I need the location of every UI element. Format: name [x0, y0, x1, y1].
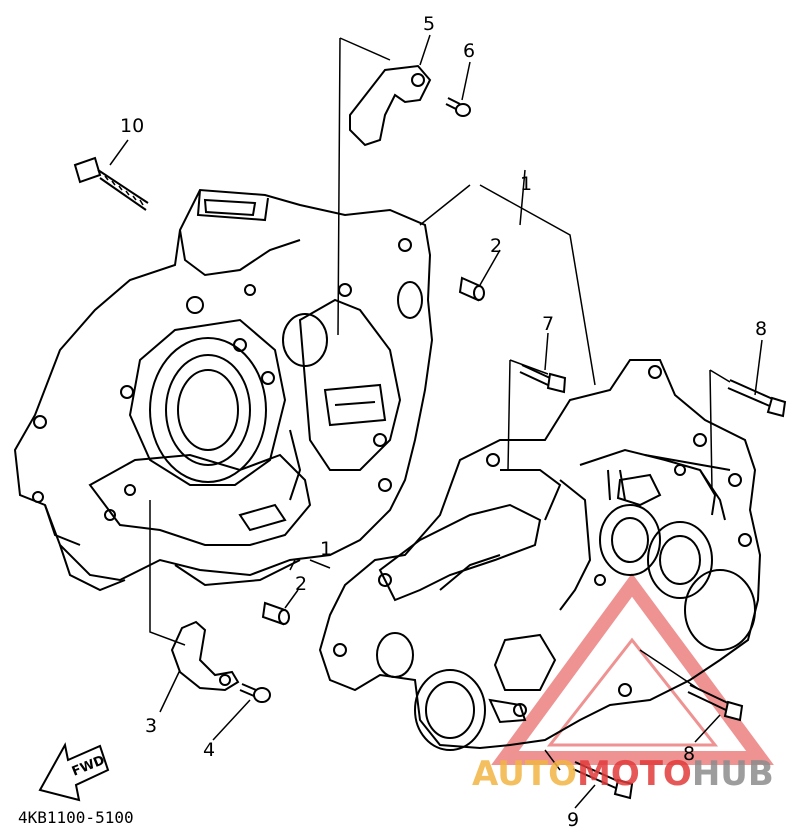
- screw-lower-part: [239, 683, 271, 703]
- watermark-triangle-icon: [491, 573, 774, 765]
- svg-text:AUTOMOTOHUB: AUTOMOTOHUB: [472, 754, 774, 794]
- bolt-7-part: [519, 364, 567, 394]
- left-crankcase-half: [13, 188, 434, 592]
- callout-7: 7: [542, 313, 554, 335]
- callout-2-bottom: 2: [295, 573, 307, 595]
- bracket-plate-upper-part: [349, 64, 432, 147]
- callout-10: 10: [120, 115, 144, 137]
- dowel-pin-lower-part: [261, 601, 290, 626]
- callout-1-top: 1: [520, 173, 532, 195]
- watermark-auto: AUTO: [472, 754, 577, 794]
- watermark-logo: AUTOMOTOHUB: [472, 754, 774, 794]
- diagram-code: 4KB1100-5100: [18, 808, 134, 827]
- bolt-8-lower-part: [687, 684, 744, 722]
- bolt-8-upper-part: [727, 379, 787, 418]
- watermark-hub: HUB: [692, 754, 774, 794]
- callout-3: 3: [145, 715, 157, 737]
- screw-small-part: [445, 97, 471, 117]
- leader-lines: [109, 34, 763, 809]
- callout-4: 4: [203, 739, 215, 761]
- watermark-moto: MOTO: [577, 754, 692, 794]
- right-crankcase-half: [318, 359, 762, 751]
- dowel-pin-upper-part: [458, 276, 485, 302]
- bracket-lower-part: [170, 620, 240, 692]
- callout-8-top: 8: [755, 318, 767, 340]
- callout-6: 6: [463, 40, 475, 62]
- bolt-9-part: [572, 761, 634, 800]
- callout-1-mid: 1: [320, 538, 332, 560]
- callout-5: 5: [423, 13, 435, 35]
- bolt-long-part: [73, 156, 149, 211]
- forward-arrow-icon: FWD: [38, 742, 110, 802]
- callout-8-bottom: 8: [683, 743, 695, 765]
- callout-2-top: 2: [490, 235, 502, 257]
- callout-9: 9: [567, 809, 579, 831]
